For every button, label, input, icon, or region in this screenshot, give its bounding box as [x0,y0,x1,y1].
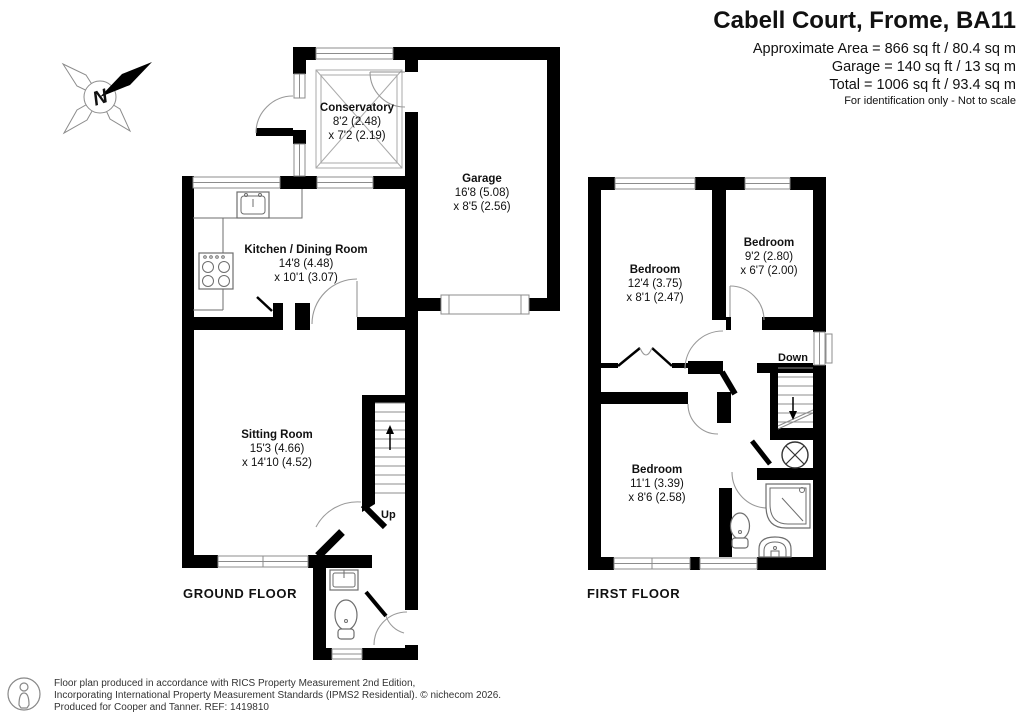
conservatory-dim2: x 7'2 (2.19) [328,130,385,142]
bedroom-bottom-dim1: 11'1 (3.39) [630,478,684,490]
header: Cabell Court, Frome, BA11 Approximate Ar… [713,7,1016,107]
up-label: Up [381,509,396,521]
bedroom-left-name: Bedroom [630,264,680,276]
garage-dim1: 16'8 (5.08) [455,187,510,199]
kitchen-dim2: x 10'1 (3.07) [274,272,338,284]
up-arrow-icon [386,425,394,434]
garage-area: Garage = 140 sq ft / 13 sq m [832,59,1016,75]
kitchen-name: Kitchen / Dining Room [244,244,367,256]
room-labels: Conservatory 8'2 (2.48) x 7'2 (2.19) Gar… [183,102,808,601]
north-arrow-icon [100,62,152,97]
garage-door [440,294,530,315]
kitchen-fixtures [193,189,303,311]
wc-toilet [334,599,358,631]
ground-floor-label: GROUND FLOOR [183,586,297,601]
footer-line3: Produced for Cooper and Tanner. REF: 141… [54,702,269,713]
stairs-down [777,367,814,430]
first-floor-plan [588,177,833,570]
garage-name: Garage [462,173,502,185]
first-floor-windows [613,177,833,570]
sitting-room-dim2: x 14'10 (4.52) [242,457,312,469]
compass-rose: N [61,62,152,135]
bedroom-left-dim1: 12'4 (3.75) [628,278,683,290]
first-floor-label: FIRST FLOOR [587,586,680,601]
first-floor-doors [617,285,769,509]
sitting-room-name: Sitting Room [241,429,313,441]
footer-line1: Floor plan produced in accordance with R… [54,678,415,689]
bedroom-right-dim2: x 6'7 (2.00) [740,265,797,277]
tank-cupboard [781,441,809,469]
conservatory-dim1: 8'2 (2.48) [333,116,381,128]
wc-fixtures [329,569,359,640]
house-walls [182,176,418,660]
footer-line2: Incorporating International Property Mea… [54,690,501,701]
shower [765,483,811,529]
garage-dim2: x 8'5 (2.56) [453,201,510,213]
conservatory-name: Conservatory [320,102,395,114]
stairs-up [375,402,405,494]
bathroom-toilet [729,512,751,540]
approximate-area: Approximate Area = 866 sq ft / 80.4 sq m [753,41,1016,57]
bedroom-right-dim1: 9'2 (2.80) [745,251,793,263]
sitting-room-dim1: 15'3 (4.66) [250,443,305,455]
total-area: Total = 1006 sq ft / 93.4 sq m [829,77,1016,93]
ground-floor-windows [192,47,530,660]
rics-person-icon [7,677,41,711]
down-arrow-icon [789,411,797,420]
first-floor-walls [588,177,826,570]
page-title: Cabell Court, Frome, BA11 [713,7,1016,34]
ground-floor-plan [182,47,560,660]
conservatory-glazing [315,69,403,169]
bedroom-bottom-dim2: x 8'6 (2.58) [628,492,685,504]
identification-note: For identification only - Not to scale [844,95,1016,107]
kitchen-dim1: 14'8 (4.48) [279,258,334,270]
down-label: Down [778,352,808,364]
ground-floor-doors [255,71,408,646]
bedroom-bottom-name: Bedroom [632,464,682,476]
bathroom-fixtures [729,483,811,558]
bedroom-left-dim2: x 8'1 (2.47) [626,292,683,304]
footer: Floor plan produced in accordance with R… [7,677,501,713]
wardrobe-doors [617,347,673,367]
bedroom-right-name: Bedroom [744,237,794,249]
